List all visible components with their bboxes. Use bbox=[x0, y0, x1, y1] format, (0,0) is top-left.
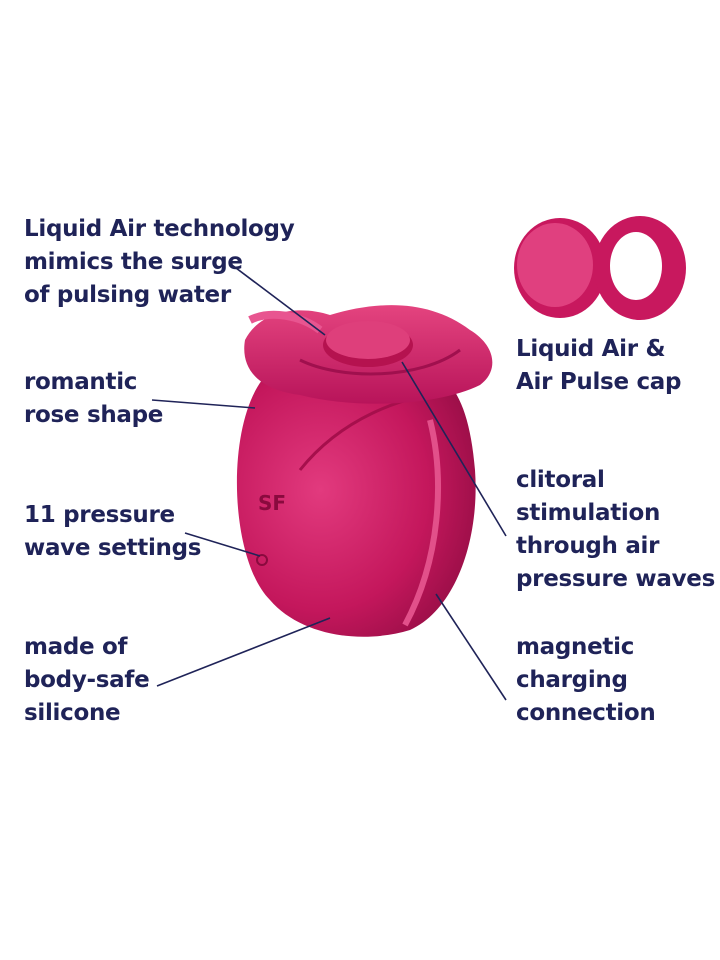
label-line: romantic bbox=[24, 369, 138, 395]
label-line: Liquid Air technology bbox=[24, 216, 295, 242]
label-rose-shape: romantic rose shape bbox=[24, 366, 163, 432]
air-pulse-cap-ring-icon bbox=[594, 216, 686, 320]
label-clitoral-stimulation: clitoral stimulation through air pressur… bbox=[516, 464, 715, 596]
label-cap: Liquid Air & Air Pulse cap bbox=[516, 333, 681, 399]
rose-device-icon: SF bbox=[236, 305, 493, 637]
label-line: Liquid Air & bbox=[516, 336, 666, 362]
label-line: silicone bbox=[24, 700, 121, 726]
label-magnetic-charging: magnetic charging connection bbox=[516, 631, 656, 730]
label-line: charging bbox=[516, 667, 628, 693]
label-line: stimulation bbox=[516, 500, 661, 526]
label-line: through air bbox=[516, 533, 660, 559]
label-line: pressure waves bbox=[516, 566, 715, 592]
label-line: of pulsing water bbox=[24, 282, 231, 308]
label-line: mimics the surge bbox=[24, 249, 243, 275]
label-line: magnetic bbox=[516, 634, 635, 660]
label-line: Air Pulse cap bbox=[516, 369, 682, 395]
label-silicone: made of body-safe silicone bbox=[24, 631, 150, 730]
brand-logo: SF bbox=[258, 491, 286, 515]
label-line: made of bbox=[24, 634, 128, 660]
leader-lines bbox=[151, 264, 507, 701]
label-pressure-settings: 11 pressure wave settings bbox=[24, 499, 201, 565]
label-line: clitoral bbox=[516, 467, 605, 493]
label-line: body-safe bbox=[24, 667, 150, 693]
label-line: rose shape bbox=[24, 402, 164, 428]
label-line: wave settings bbox=[24, 535, 202, 561]
power-button-icon bbox=[256, 554, 268, 566]
label-line: 11 pressure bbox=[24, 502, 175, 528]
liquid-air-cap-icon bbox=[514, 218, 606, 318]
label-liquid-air-technology: Liquid Air technology mimics the surge o… bbox=[24, 213, 295, 312]
label-line: connection bbox=[516, 700, 656, 726]
